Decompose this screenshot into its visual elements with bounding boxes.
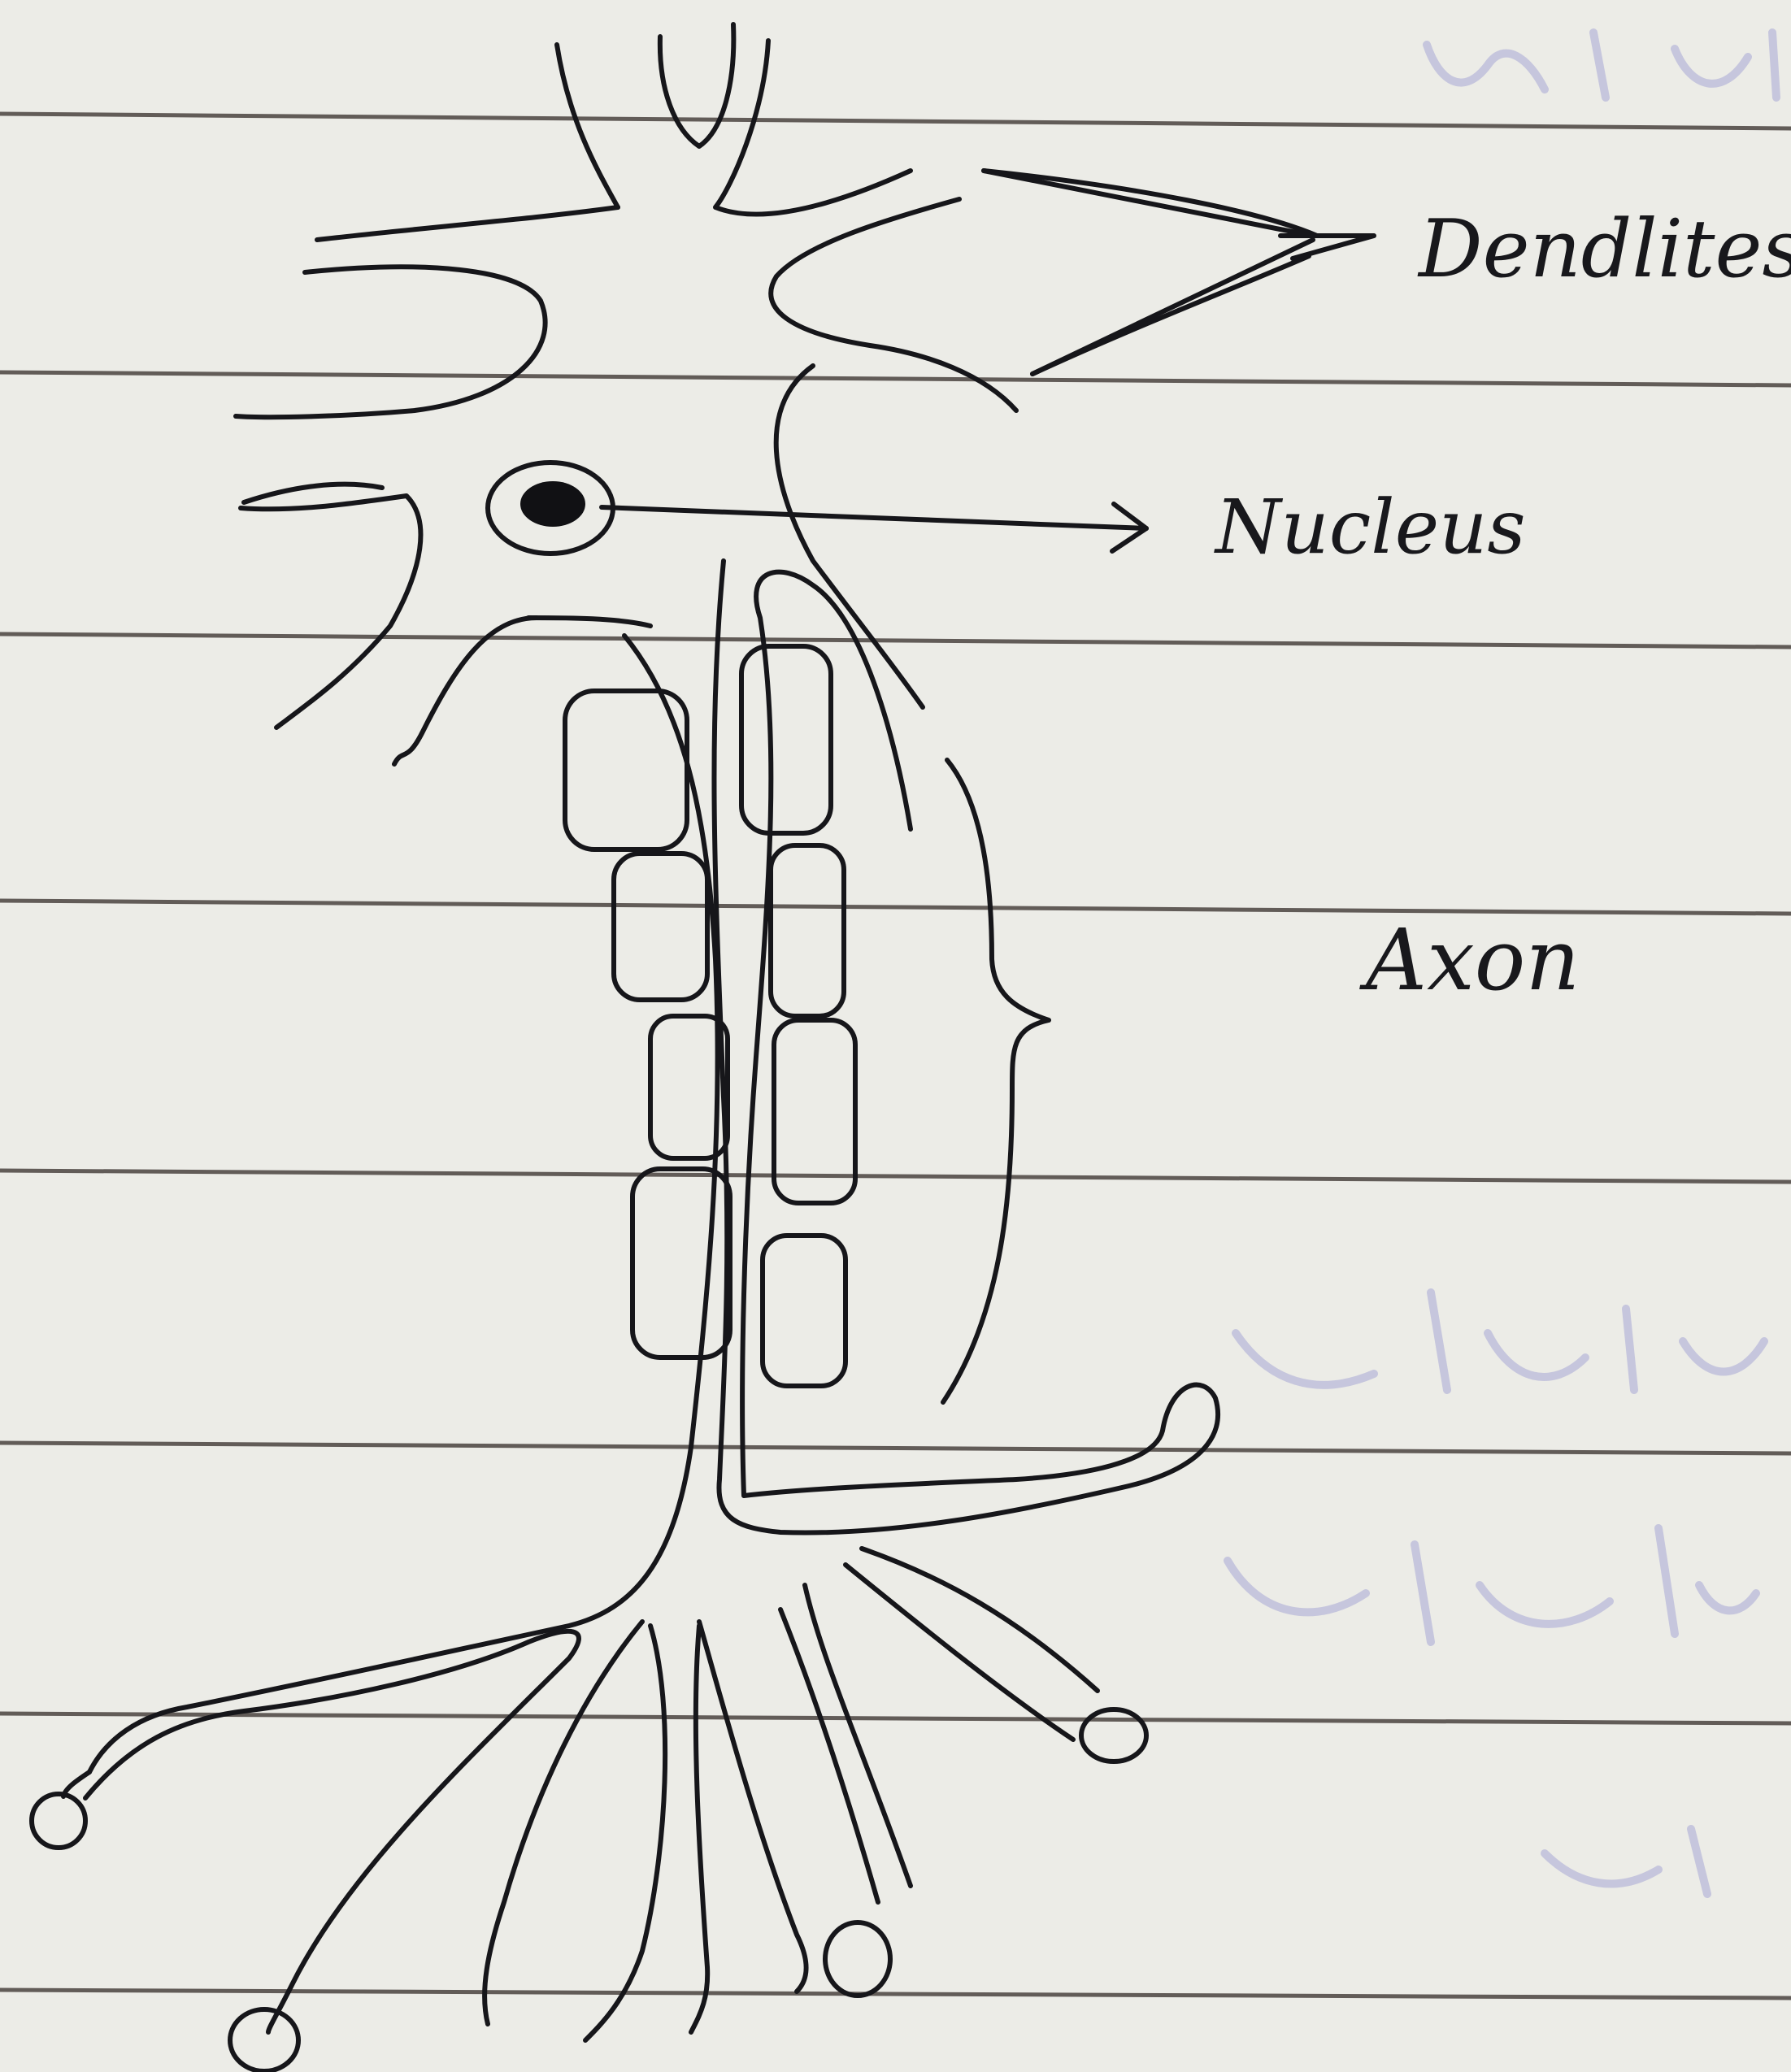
terminal-bulb bbox=[32, 1794, 85, 1848]
rule-line bbox=[0, 372, 1791, 385]
dendrite bbox=[557, 45, 618, 207]
terminal-branch bbox=[85, 1631, 579, 2032]
dendrites-pointer-upper bbox=[984, 171, 1313, 236]
rule-line bbox=[0, 1990, 1791, 1998]
rule-line bbox=[0, 114, 1791, 128]
dendrite bbox=[715, 41, 911, 215]
dendrite bbox=[317, 207, 618, 240]
dendrite bbox=[236, 267, 546, 417]
rule-line bbox=[0, 634, 1791, 647]
soma-lower-curve bbox=[528, 618, 650, 626]
dendrites-label: Dendlites bbox=[1419, 203, 1791, 296]
nucleus-pointer bbox=[602, 507, 1146, 528]
terminal-bulb bbox=[230, 2009, 298, 2071]
axon-label: Axon bbox=[1366, 910, 1580, 1010]
axon-left-wall bbox=[89, 636, 718, 1772]
dendrites-pointer-lower bbox=[1032, 240, 1313, 374]
cell-body bbox=[394, 366, 923, 764]
terminal-branch bbox=[63, 1772, 89, 1796]
rule-line bbox=[0, 1714, 1791, 1723]
nucleus bbox=[488, 463, 613, 554]
myelin-segment bbox=[771, 845, 844, 1016]
ruled-lines bbox=[0, 114, 1791, 1998]
terminal-bulb bbox=[825, 1922, 890, 1996]
myelin-segment bbox=[614, 854, 707, 1000]
myelin-segment bbox=[763, 1236, 846, 1386]
terminal-branch bbox=[691, 1626, 707, 2032]
rule-line bbox=[0, 1443, 1791, 1453]
soma-right-edge bbox=[776, 366, 923, 707]
nucleus-label: Nucleus bbox=[1215, 484, 1526, 571]
terminal-branch bbox=[699, 1622, 806, 1992]
axon bbox=[89, 561, 1218, 1772]
dendrite bbox=[660, 24, 734, 146]
axon-brace bbox=[943, 760, 1049, 1402]
dendrite bbox=[241, 496, 420, 728]
myelin-segment bbox=[741, 646, 831, 833]
terminal-branch bbox=[485, 1622, 642, 2024]
rule-line bbox=[0, 1171, 1791, 1182]
nucleus-inner bbox=[520, 481, 585, 527]
terminal-bulb bbox=[1081, 1709, 1146, 1761]
